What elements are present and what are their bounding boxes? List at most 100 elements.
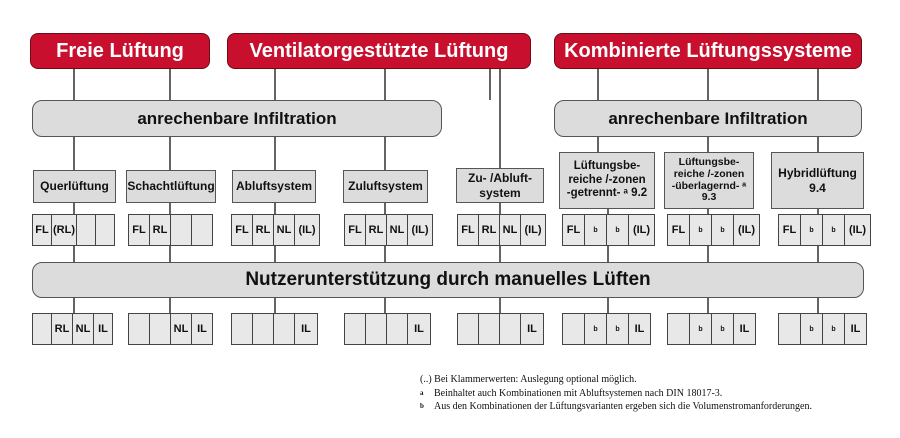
lower-row-zuluftsystem: IL [344,313,431,345]
infiltration-bar-left: anrechenbare Infiltration [32,100,442,137]
cell: NL [170,313,192,345]
upper-row-schachtlueftung: FL RL [128,214,213,246]
cell: NL [499,214,521,246]
cell: b [711,313,734,345]
footnote-text: (..) Bei Klammerwerten: Auslegung option… [420,374,637,385]
header-kombinierte-lueftungssysteme: Kombinierte Lüftungssysteme [554,33,862,69]
cell: b [689,214,712,246]
cell: IL [844,313,867,345]
lower-row-lueftungsbereiche-ueberlagernd: b b IL [667,313,756,345]
cell: IL [93,313,113,345]
cell [778,313,801,345]
cell: IL [407,313,431,345]
cell: FL [344,214,366,246]
cell: b [584,214,607,246]
cell: FL [562,214,585,246]
cell: b [689,313,712,345]
upper-row-querlueftung: FL (RL) [32,214,115,246]
cell: RL [51,313,73,345]
upper-row-lueftungsbereiche-getrennt: FL b b (IL) [562,214,655,246]
header-ventilatorgestuetzte-lueftung: Ventilatorgestützte Lüftung [227,33,531,69]
cell: FL [128,214,150,246]
cell: FL [778,214,801,246]
cell: b [584,313,607,345]
subsystem-querlueftung: Querlüftung [33,170,116,203]
subsystem-schachtlueftung: Schachtlüftung [126,170,216,203]
cell: b [822,214,845,246]
cell: (IL) [520,214,546,246]
subsystem-label: Hybridlüftung 9.4 [778,166,857,195]
cell: b [822,313,845,345]
lower-row-abluftsystem: IL [231,313,318,345]
subsystem-label: Querlüftung [40,179,109,194]
cell [499,313,521,345]
cell: (RL) [51,214,77,246]
lower-row-schachtlueftung: NL IL [128,313,213,345]
upper-row-hybridlueftung: FL b b (IL) [778,214,871,246]
header-freie-lueftung: Freie Lüftung [30,33,210,69]
cell: (IL) [628,214,655,246]
subsystem-lueftungsbereiche-ueberlagernd: Lüftungsbe- reiche /-zonen -überlagernd-… [664,152,754,209]
cell [478,313,500,345]
cell: IL [520,313,544,345]
cell [273,313,295,345]
cell [457,313,479,345]
cell: NL [273,214,295,246]
cell [386,313,408,345]
cell: (IL) [733,214,760,246]
cell: FL [667,214,690,246]
subsystem-abluftsystem: Abluftsystem [232,170,316,203]
cell [344,313,366,345]
cell: b [606,313,629,345]
footnote-marker: b [420,402,424,410]
subsystem-zuluftsystem: Zuluftsystem [343,170,428,203]
cell: FL [457,214,479,246]
cell: b [800,214,823,246]
upper-row-abluftsystem: FL RL NL (IL) [231,214,320,246]
cell: FL [32,214,52,246]
lower-row-hybridlueftung: b b IL [778,313,867,345]
cell [191,214,213,246]
cell: (IL) [407,214,433,246]
cell [170,214,192,246]
cell: b [606,214,629,246]
cell: RL [252,214,274,246]
subsystem-label: Zuluftsystem [348,179,423,194]
upper-row-zuluftsystem: FL RL NL (IL) [344,214,433,246]
cell [562,313,585,345]
cell [149,313,171,345]
subsystem-label: Abluftsystem [235,179,312,194]
subsystem-label: Lüftungsbe- reiche /-zonen -überlagernd-… [671,156,747,204]
cell: IL [294,313,318,345]
cell: IL [628,313,651,345]
subsystem-label: Zu- /Abluft- system [468,171,532,200]
cell: NL [72,313,94,345]
footnote: (..) Bei Klammerwerten: Auslegung option… [420,373,812,387]
infiltration-bar-right: anrechenbare Infiltration [554,100,862,137]
subsystem-label: Lüftungsbe- reiche /-zonen -getrennt- ᵃ … [566,159,648,200]
footnote-marker: a [420,388,424,397]
footnotes: (..) Bei Klammerwerten: Auslegung option… [420,373,812,414]
cell: IL [733,313,756,345]
cell [76,214,96,246]
lower-row-lueftungsbereiche-getrennt: b b IL [562,313,651,345]
subsystem-zu-abluftsystem: Zu- /Abluft- system [456,168,544,203]
cell: b [800,313,823,345]
cell: FL [231,214,253,246]
subsystem-label: Schachtlüftung [127,179,215,194]
nutzerunterstuetzung-bar: Nutzerunterstützung durch manuelles Lüft… [32,262,864,298]
subsystem-lueftungsbereiche-getrennt: Lüftungsbe- reiche /-zonen -getrennt- ᵃ … [559,152,655,209]
cell: RL [365,214,387,246]
cell [252,313,274,345]
cell: (IL) [844,214,871,246]
cell [32,313,52,345]
cell: RL [478,214,500,246]
upper-row-lueftungsbereiche-ueberlagernd: FL b b (IL) [667,214,760,246]
cell: (IL) [294,214,320,246]
cell: RL [149,214,171,246]
cell [95,214,115,246]
cell [231,313,253,345]
upper-row-zu-abluftsystem: FL RL NL (IL) [457,214,546,246]
